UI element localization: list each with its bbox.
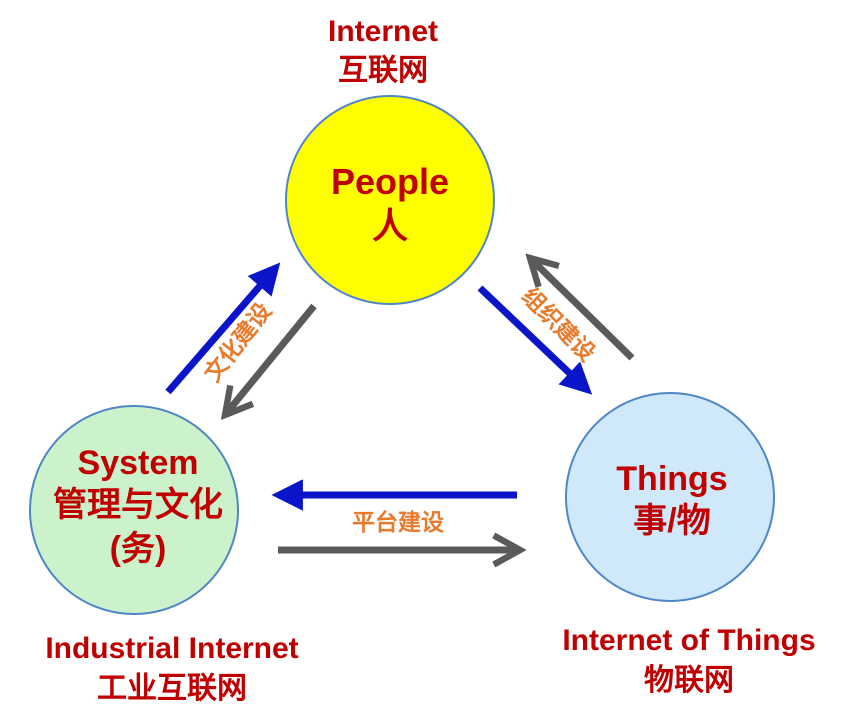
- system-label: System: [78, 444, 199, 482]
- system-label-zh-suffix: (务): [110, 530, 167, 568]
- internet-heading: Internet: [328, 15, 438, 48]
- iot-heading-zh: 物联网: [644, 664, 734, 697]
- things-label-zh: 事/物: [633, 502, 710, 540]
- industrial-internet-heading: Industrial Internet: [45, 632, 298, 665]
- things-circle: [565, 392, 775, 602]
- people-label: People: [331, 161, 449, 202]
- organization-arrow-down: [477, 285, 593, 395]
- people-circle: [285, 95, 495, 305]
- culture-arrow-up: [165, 262, 281, 395]
- internet-heading-zh: 互联网: [338, 54, 428, 87]
- iot-heading: Internet of Things: [562, 624, 815, 657]
- platform-building-label: 平台建设: [352, 509, 444, 535]
- organization-arrow-up: [530, 258, 635, 361]
- system-label-zh: 管理与文化: [53, 486, 223, 524]
- organization-building-label: 组织建设: [517, 283, 600, 366]
- things-label: Things: [616, 460, 727, 498]
- culture-arrow-down: [225, 303, 317, 415]
- system-circle: [29, 405, 239, 615]
- people-label-zh: 人: [372, 205, 408, 246]
- industrial-internet-heading-zh: 工业互联网: [97, 672, 247, 705]
